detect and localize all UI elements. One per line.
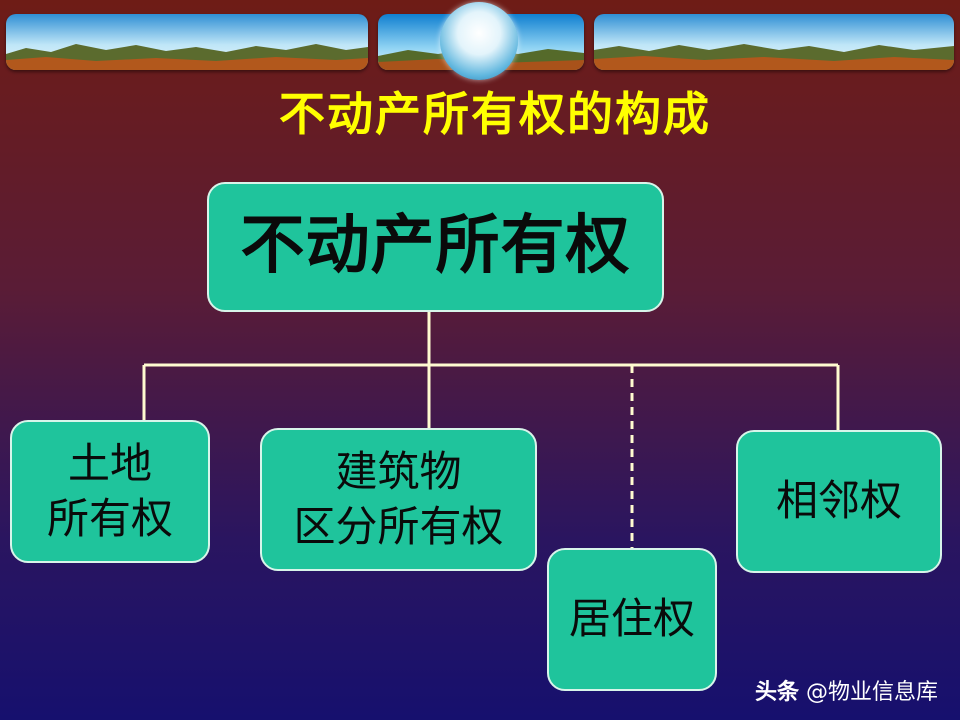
node-label: 土地 所有权 [46,438,173,543]
globe-ornament [440,2,518,80]
watermark: 头条 @物业信息库 [755,674,938,706]
node-right-of-habitation: 居住权 [547,548,717,691]
node-neighboring-rights: 相邻权 [736,430,942,573]
node-building-divided-ownership: 建筑物 区分所有权 [260,428,537,571]
node-label: 建筑物 区分所有权 [293,446,504,551]
node-label: 相邻权 [775,476,902,526]
landscape-banner-right [594,14,954,70]
node-land-ownership: 土地 所有权 [10,420,210,563]
landscape-banner-left [6,14,368,70]
root-node-real-estate-ownership: 不动产所有权 [207,182,664,312]
page-title: 不动产所有权的构成 [279,87,711,141]
watermark-handle: @物业信息库 [805,680,938,705]
watermark-brand: 头条 [754,680,799,705]
root-node-label: 不动产所有权 [240,209,631,284]
node-label: 居住权 [568,594,695,644]
